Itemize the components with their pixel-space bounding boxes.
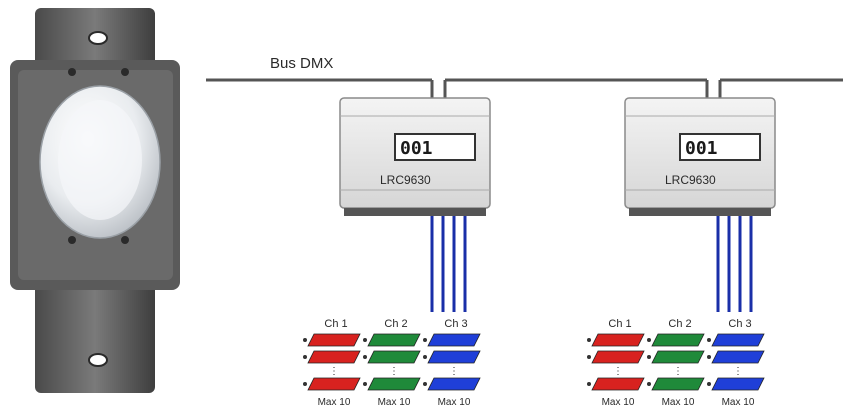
channel-max-label: Max 10	[318, 397, 351, 408]
channel-max-label: Max 10	[602, 397, 635, 408]
continuation-dots: ⋮	[389, 366, 399, 377]
channel-group-3: Ch 3 ⋮ Max 10	[707, 318, 765, 408]
channel-max-label: Max 10	[438, 397, 471, 408]
channel-group-1: Ch 1 ⋮ Max 10	[587, 318, 645, 408]
led-strip	[367, 333, 421, 347]
led-strip	[427, 350, 481, 364]
continuation-dots: ⋮	[673, 366, 683, 377]
dmx-bus: Bus DMX	[206, 55, 843, 100]
bottom-screw-slot	[88, 353, 108, 367]
controller-display	[394, 133, 476, 161]
terminal-strip	[629, 208, 771, 216]
strip-connector	[303, 355, 307, 359]
controller-1: 001 LRC9630	[339, 97, 491, 216]
led-strip	[307, 350, 361, 364]
strip-connector	[647, 355, 651, 359]
controller-model-label: LRC9630	[380, 173, 431, 187]
controller-display-value: 001	[685, 138, 718, 159]
channel-max-label: Max 10	[662, 397, 695, 408]
channel-label: Ch 3	[444, 318, 467, 330]
led-strip	[591, 333, 645, 347]
led-strip	[711, 333, 765, 347]
bus-label: Bus DMX	[270, 55, 333, 72]
led-strip	[591, 377, 645, 391]
led-strip	[367, 350, 421, 364]
strip-connector	[363, 355, 367, 359]
channel-max-label: Max 10	[722, 397, 755, 408]
led-strip	[427, 333, 481, 347]
led-strip	[711, 377, 765, 391]
controller-display	[679, 133, 761, 161]
continuation-dots: ⋮	[329, 366, 339, 377]
strip-connector	[423, 355, 427, 359]
led-strip	[367, 377, 421, 391]
strip-connector	[363, 382, 367, 386]
strip-connector	[303, 382, 307, 386]
channel-label: Ch 2	[384, 318, 407, 330]
strip-connector	[363, 338, 367, 342]
channel-group-2: Ch 2 ⋮ Max 10	[363, 318, 421, 408]
strip-connector	[707, 382, 711, 386]
terminal-strip	[344, 208, 486, 216]
led-strip	[427, 377, 481, 391]
strip-connector	[647, 338, 651, 342]
strip-connector	[587, 382, 591, 386]
strip-connector	[707, 338, 711, 342]
channel-group-1: Ch 1 ⋮ Max 10	[303, 318, 361, 408]
dimmer-switch-image	[10, 8, 180, 393]
channel-label: Ch 3	[728, 318, 751, 330]
controller-model-label: LRC9630	[665, 173, 716, 187]
strip-connector	[587, 355, 591, 359]
channel-group-3: Ch 3 ⋮ Max 10	[423, 318, 481, 408]
channel-label: Ch 2	[668, 318, 691, 330]
led-strip	[651, 333, 705, 347]
strip-connector	[303, 338, 307, 342]
strip-connector	[423, 382, 427, 386]
continuation-dots: ⋮	[733, 366, 743, 377]
output-wires	[430, 216, 753, 312]
controller-display-value: 001	[400, 138, 433, 159]
strip-connector	[647, 382, 651, 386]
controller-2: 001 LRC9630	[624, 97, 776, 216]
strip-connector	[707, 355, 711, 359]
channel-group-2: Ch 2 ⋮ Max 10	[647, 318, 705, 408]
led-strip	[651, 377, 705, 391]
led-strip	[651, 350, 705, 364]
strip-connector	[587, 338, 591, 342]
channel-label: Ch 1	[608, 318, 631, 330]
top-screw-slot	[88, 31, 108, 45]
channel-groups: Ch 1 ⋮ Max 10 Ch 2 ⋮ Max 10 Ch 3 ⋮ Max 10 Ch 1 ⋮ Ma…	[303, 318, 765, 408]
continuation-dots: ⋮	[449, 366, 459, 377]
led-strip	[711, 350, 765, 364]
strip-connector	[423, 338, 427, 342]
continuation-dots: ⋮	[613, 366, 623, 377]
led-strip	[307, 377, 361, 391]
channel-label: Ch 1	[324, 318, 347, 330]
led-strip	[591, 350, 645, 364]
led-strip	[307, 333, 361, 347]
channel-max-label: Max 10	[378, 397, 411, 408]
